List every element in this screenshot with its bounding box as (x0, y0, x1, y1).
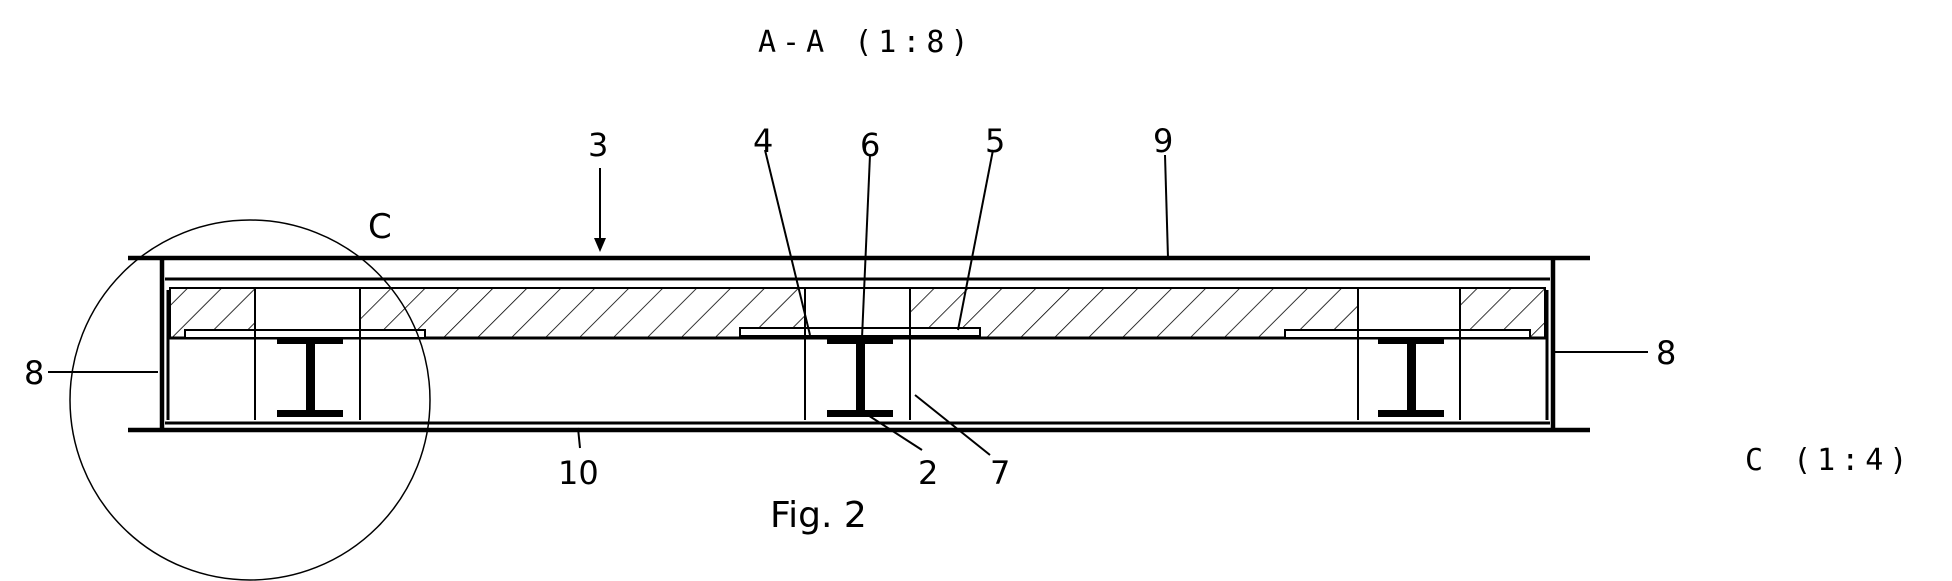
reference-numerals: 3 4 6 5 9 8 8 10 2 7 (24, 122, 1676, 492)
numeral-8-left: 8 (24, 354, 44, 392)
numeral-9: 9 (1153, 122, 1173, 160)
i-beam-left (277, 337, 343, 417)
numeral-2: 2 (918, 454, 938, 492)
support-lines (254, 288, 1461, 420)
hatched-block (359, 287, 806, 339)
numeral-10: 10 (558, 454, 599, 492)
plates (184, 327, 1531, 339)
i-beam-center (827, 337, 893, 417)
i-beam-right (1378, 337, 1444, 417)
detail-title: C (1:4) (1745, 443, 1913, 478)
figure-caption: Fig. 2 (770, 495, 867, 536)
section-outline (128, 255, 1590, 433)
numeral-8-right: 8 (1656, 334, 1676, 372)
detail-marker: C (368, 207, 392, 247)
detail-circle (69, 219, 431, 581)
numeral-5: 5 (985, 122, 1005, 160)
leader-lines (48, 149, 1648, 456)
section-title: A-A (1:8) (758, 25, 975, 60)
numeral-6: 6 (860, 126, 880, 164)
numeral-7: 7 (990, 454, 1010, 492)
numeral-4: 4 (753, 122, 773, 160)
numeral-3: 3 (588, 126, 608, 164)
